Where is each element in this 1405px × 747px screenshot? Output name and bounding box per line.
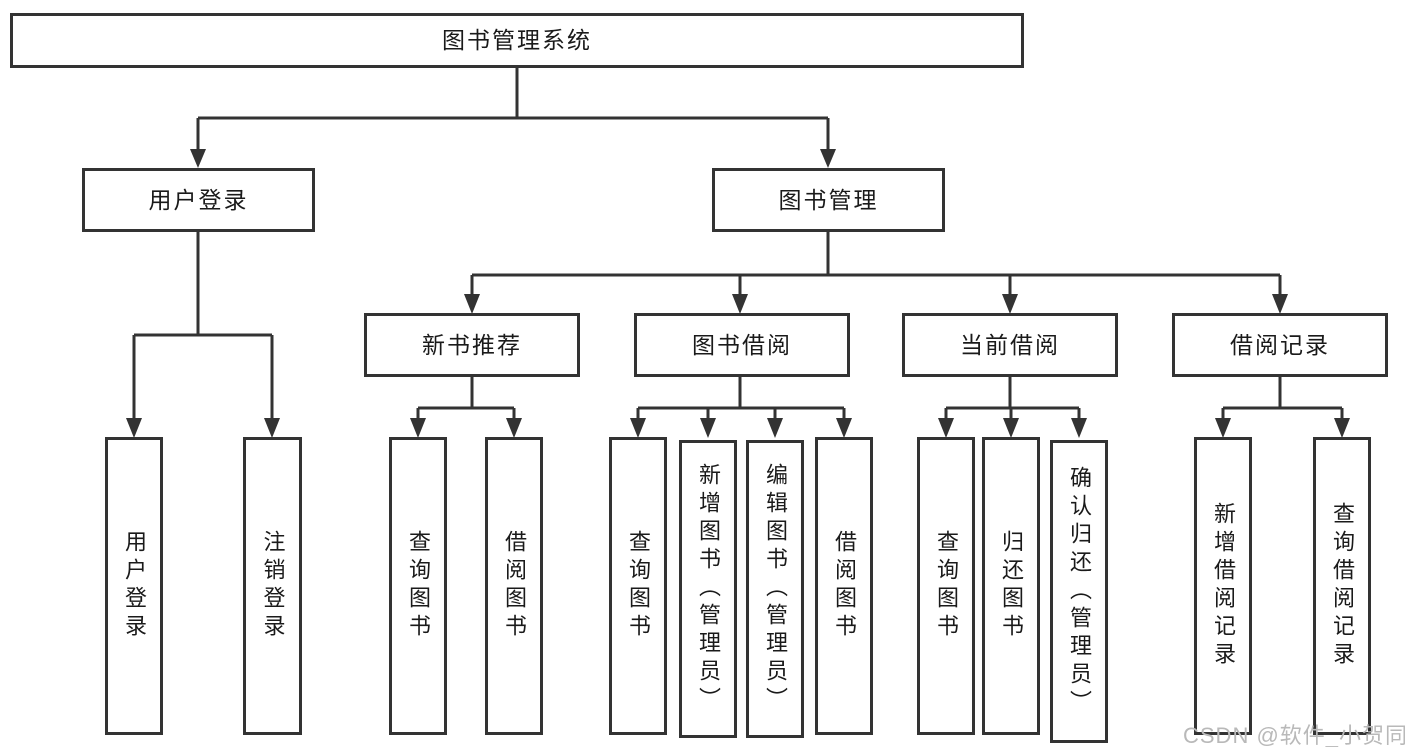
leaf-current-return-books: 归还图书 [982,437,1040,735]
csdn-watermark: CSDN @软件_小贺同学 [1183,723,1405,747]
leaf-borrow-add-books-admin-label: 新增图书（管理员） [696,463,721,715]
leaf-records-add-record-label: 新增借阅记录 [1211,502,1236,670]
node-book-management: 图书管理 [712,168,945,232]
node-user-login-label: 用户登录 [148,186,249,213]
leaf-records-query-record: 查询借阅记录 [1313,437,1371,735]
leaf-logout-label: 注销登录 [260,530,286,642]
leaf-newbook-query-books-label: 查询图书 [406,530,431,642]
node-new-book-recommend: 新书推荐 [364,313,580,377]
leaf-user-login-label: 用户登录 [122,530,147,642]
leaf-borrow-query-books-label: 查询图书 [626,530,651,642]
leaf-user-login: 用户登录 [105,437,163,735]
leaf-borrow-query-books: 查询图书 [609,437,667,735]
leaf-borrow-edit-books-admin: 编辑图书（管理员） [746,440,804,738]
node-book-borrow: 图书借阅 [634,313,850,377]
leaf-current-query-books-label: 查询图书 [934,530,959,642]
node-user-login: 用户登录 [82,168,315,232]
leaf-newbook-borrow-books: 借阅图书 [485,437,543,735]
leaf-records-query-record-label: 查询借阅记录 [1330,502,1355,670]
node-library-system-label: 图书管理系统 [442,27,592,53]
leaf-borrow-add-books-admin: 新增图书（管理员） [679,440,737,738]
leaf-newbook-borrow-books-label: 借阅图书 [502,530,527,642]
node-current-borrow: 当前借阅 [902,313,1118,377]
leaf-borrow-borrow-books: 借阅图书 [815,437,873,735]
node-book-management-label: 图书管理 [778,186,879,213]
leaf-current-query-books: 查询图书 [917,437,975,735]
node-current-borrow-label: 当前借阅 [960,331,1060,358]
leaf-current-confirm-return-admin: 确认归还（管理员） [1050,440,1108,743]
node-library-system: 图书管理系统 [10,13,1024,68]
leaf-records-add-record: 新增借阅记录 [1194,437,1252,735]
node-borrow-records: 借阅记录 [1172,313,1388,377]
leaf-newbook-query-books: 查询图书 [389,437,447,735]
leaf-current-confirm-return-admin-label: 确认归还（管理员） [1067,465,1092,718]
leaf-current-return-books-label: 归还图书 [999,530,1024,642]
node-book-borrow-label: 图书借阅 [692,331,792,358]
node-borrow-records-label: 借阅记录 [1230,331,1330,358]
node-new-book-recommend-label: 新书推荐 [422,331,522,358]
leaf-borrow-borrow-books-label: 借阅图书 [832,530,857,642]
leaf-borrow-edit-books-admin-label: 编辑图书（管理员） [763,463,788,715]
leaf-logout: 注销登录 [243,437,302,735]
